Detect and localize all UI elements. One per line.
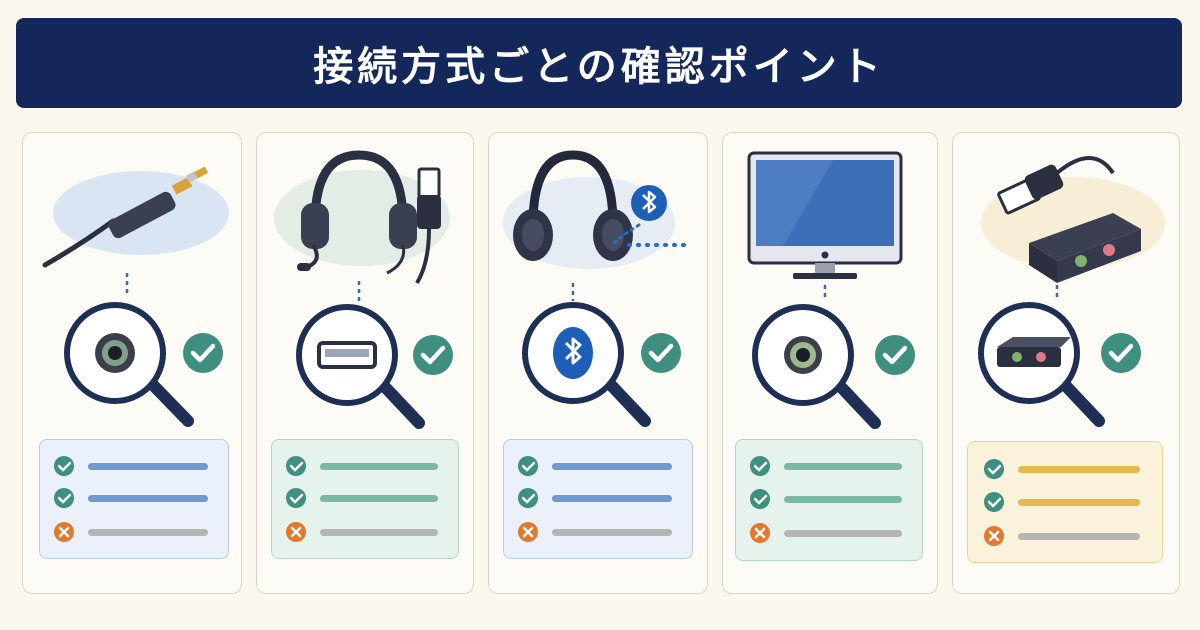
list-item-bar	[552, 529, 672, 536]
checklist	[286, 456, 438, 542]
verified-check-icon	[413, 335, 453, 375]
bluetooth-headphones-icon	[513, 150, 633, 261]
card-bluetooth-art	[503, 150, 691, 427]
checklist-panel	[39, 439, 229, 559]
list-item-bar	[784, 496, 902, 503]
list-item-bar	[552, 495, 672, 502]
check-icon	[286, 456, 306, 476]
card-usb-adapter-art	[978, 156, 1165, 427]
audio-jack-icon	[95, 333, 135, 373]
title-banner: 接続方式ごとの確認ポイント	[16, 18, 1182, 108]
card-usb-art	[274, 150, 453, 429]
page-title: 接続方式ごとの確認ポイント	[313, 44, 885, 90]
verified-check-icon	[183, 333, 223, 373]
card-analog	[22, 132, 242, 594]
monitor-icon	[747, 151, 903, 279]
check-icon	[518, 488, 538, 508]
list-item-bar	[88, 495, 208, 502]
magnifier-icon	[978, 302, 1105, 427]
checklist-panel	[735, 439, 923, 561]
checklist	[750, 456, 902, 543]
list-item-bar	[784, 530, 902, 537]
check-icon	[984, 492, 1004, 512]
usb-audio-adapter-icon	[997, 156, 1141, 283]
checklist	[518, 456, 672, 542]
check-icon	[286, 488, 306, 508]
audio-plug-icon	[42, 166, 209, 268]
cross-icon	[54, 522, 74, 542]
magnifier-icon	[752, 304, 881, 429]
check-icon	[518, 456, 538, 476]
list-item-bar	[1018, 466, 1140, 473]
verified-check-icon	[875, 335, 915, 375]
check-icon	[54, 488, 74, 508]
card-usb	[256, 132, 474, 594]
bluetooth-icon	[553, 327, 593, 379]
cross-icon	[984, 526, 1004, 546]
checklist-panel	[967, 441, 1163, 563]
bluetooth-signal-icon	[611, 185, 691, 247]
card-monitor-art	[747, 151, 915, 429]
cross-icon	[750, 523, 770, 543]
magnifier-icon	[296, 304, 425, 429]
list-item-bar	[88, 529, 208, 536]
verified-check-icon	[1101, 333, 1141, 373]
magnifier-icon	[522, 302, 651, 427]
check-icon	[750, 456, 770, 476]
list-item-bar	[320, 495, 438, 502]
list-item-bar	[88, 463, 208, 470]
usb-headset-icon	[297, 150, 417, 275]
list-item-bar	[320, 529, 438, 536]
verified-check-icon	[641, 333, 681, 373]
list-item-bar	[552, 463, 672, 470]
list-item-bar	[1018, 533, 1140, 540]
card-monitor	[722, 132, 938, 594]
check-icon	[750, 489, 770, 509]
magnifier-icon	[64, 302, 194, 427]
check-icon	[54, 456, 74, 476]
list-item-bar	[1018, 499, 1140, 506]
list-item-bar	[784, 463, 902, 470]
card-bluetooth	[488, 132, 708, 594]
card-usb-adapter	[952, 132, 1180, 594]
card-analog-art	[42, 166, 229, 427]
checklist	[54, 456, 208, 542]
usb-port-icon	[317, 341, 377, 369]
checklist-panel	[271, 439, 459, 559]
check-icon	[984, 459, 1004, 479]
checklist	[984, 459, 1140, 546]
list-item-bar	[320, 463, 438, 470]
adapter-jacks-icon	[997, 337, 1071, 367]
cross-icon	[286, 522, 306, 542]
audio-jack-icon	[784, 336, 822, 374]
usb-plug-icon	[415, 167, 441, 285]
cross-icon	[518, 522, 538, 542]
checklist-panel	[503, 439, 693, 559]
